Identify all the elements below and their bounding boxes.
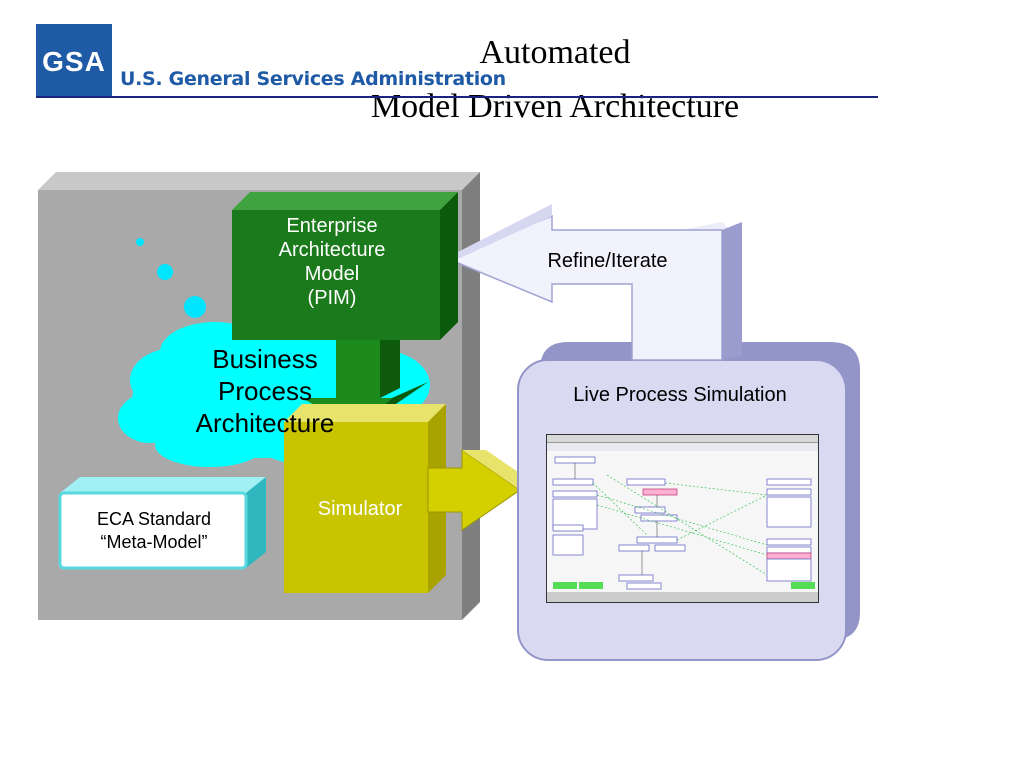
screenshot-statusbar (547, 592, 818, 602)
eca-box-top (60, 477, 266, 493)
thought-bubble-small (136, 238, 144, 246)
refine-arrow-top (446, 204, 552, 258)
bpa-line-1: Business (212, 344, 318, 374)
page-title-line-2: Model Driven Architecture (370, 88, 740, 125)
refine-iterate-label: Refine/Iterate (547, 250, 668, 272)
enterprise-architecture-model-label: Enterprise Architecture Model (PIM) (246, 214, 418, 310)
gsa-logo: GSA (36, 24, 112, 96)
ea-line-1: Enterprise (286, 215, 378, 237)
refine-arrow-side (722, 222, 742, 360)
bpa-line-3: Architecture (195, 408, 335, 438)
gsa-logo-text: GSA (42, 46, 106, 77)
screenshot-titlebar (547, 435, 818, 443)
enterprise-architecture-model-box (232, 210, 440, 340)
simulator-label: Simulator (317, 498, 403, 520)
page-title-line-1: Automated (479, 34, 631, 71)
eca-meta-model-box (58, 491, 248, 570)
panel-side-face (462, 172, 480, 620)
enterprise-model-top (232, 192, 458, 210)
pim-shaft-front (336, 328, 380, 398)
eca-line-1: ECA Standard (96, 509, 212, 529)
live-process-simulation-label: Live Process Simulation (573, 384, 787, 406)
business-process-architecture-label: Business Process Architecture (150, 343, 380, 439)
enterprise-model-side (440, 192, 458, 340)
simulator-output-arrow (427, 449, 521, 531)
bpa-line-2: Process (218, 376, 312, 406)
ea-line-2: Architecture (278, 239, 386, 261)
thought-bubble-large (184, 296, 206, 318)
agency-name: U.S. General Services Administration (120, 68, 506, 90)
screenshot-toolbar (547, 443, 818, 451)
eca-box-side (246, 477, 266, 568)
simulator-top-face (284, 404, 446, 422)
ea-line-3: Model (304, 263, 360, 285)
simulator-block (284, 422, 428, 593)
ea-line-4: (PIM) (307, 287, 357, 309)
panel-top-face (38, 172, 480, 190)
screenshot-process-graph (552, 456, 815, 590)
header-divider (36, 96, 878, 98)
eca-line-2: “Meta-Model” (100, 532, 208, 552)
eca-standard-label: ECA Standard “Meta-Model” (66, 508, 242, 554)
thought-bubble-medium (157, 264, 173, 280)
simulation-screenshot (546, 434, 819, 603)
